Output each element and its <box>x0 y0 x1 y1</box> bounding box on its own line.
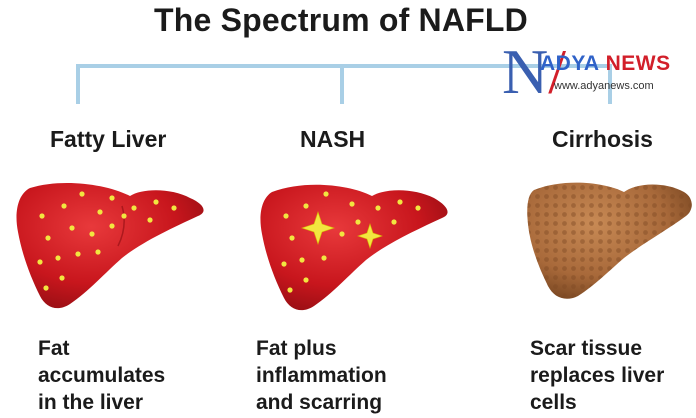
desc-line: inflammation <box>256 364 387 387</box>
fat-dots <box>281 191 421 293</box>
fat-dots <box>37 191 177 291</box>
diagram-title: The Spectrum of NAFLD <box>154 2 528 38</box>
fatty-liver-illustration <box>16 182 204 309</box>
inflammation-star-icons <box>301 211 383 249</box>
desc-line: Scar tissue <box>530 337 643 360</box>
desc-line: Fat plus <box>256 337 337 360</box>
logo-word-b: NEWS <box>605 52 671 75</box>
logo-n-icon: N/ <box>502 36 566 107</box>
inflammation-star-icon <box>357 223 383 249</box>
logo-url: www.adyanews.com <box>554 80 654 92</box>
inflammation-star-icon <box>301 211 335 245</box>
stage-label-nash: NASH <box>300 126 366 152</box>
stage-label-fatty-liver: Fatty Liver <box>50 126 167 152</box>
stage-label-cirrhosis: Cirrhosis <box>552 126 653 152</box>
liver-lobe-line <box>117 205 125 247</box>
desc-line: and scarring <box>256 391 383 414</box>
desc-line: Fat <box>38 337 70 360</box>
logo-word-a: ADYA <box>540 52 600 75</box>
stage-description-cirrhosis: Scar tissue replaces liver cells <box>530 335 664 416</box>
nash-liver-illustration <box>260 184 448 311</box>
stage-description-nash: Fat plus inflammation and scarring <box>256 335 387 416</box>
desc-line: in the liver <box>38 391 144 414</box>
desc-line: replaces liver <box>530 364 665 387</box>
stage-description-fatty-liver: Fat accumulates in the liver <box>38 335 165 416</box>
desc-line: accumulates <box>38 364 166 387</box>
desc-line: cells <box>530 391 577 414</box>
scar-texture <box>527 182 692 299</box>
cirrhosis-liver-illustration <box>527 182 692 299</box>
